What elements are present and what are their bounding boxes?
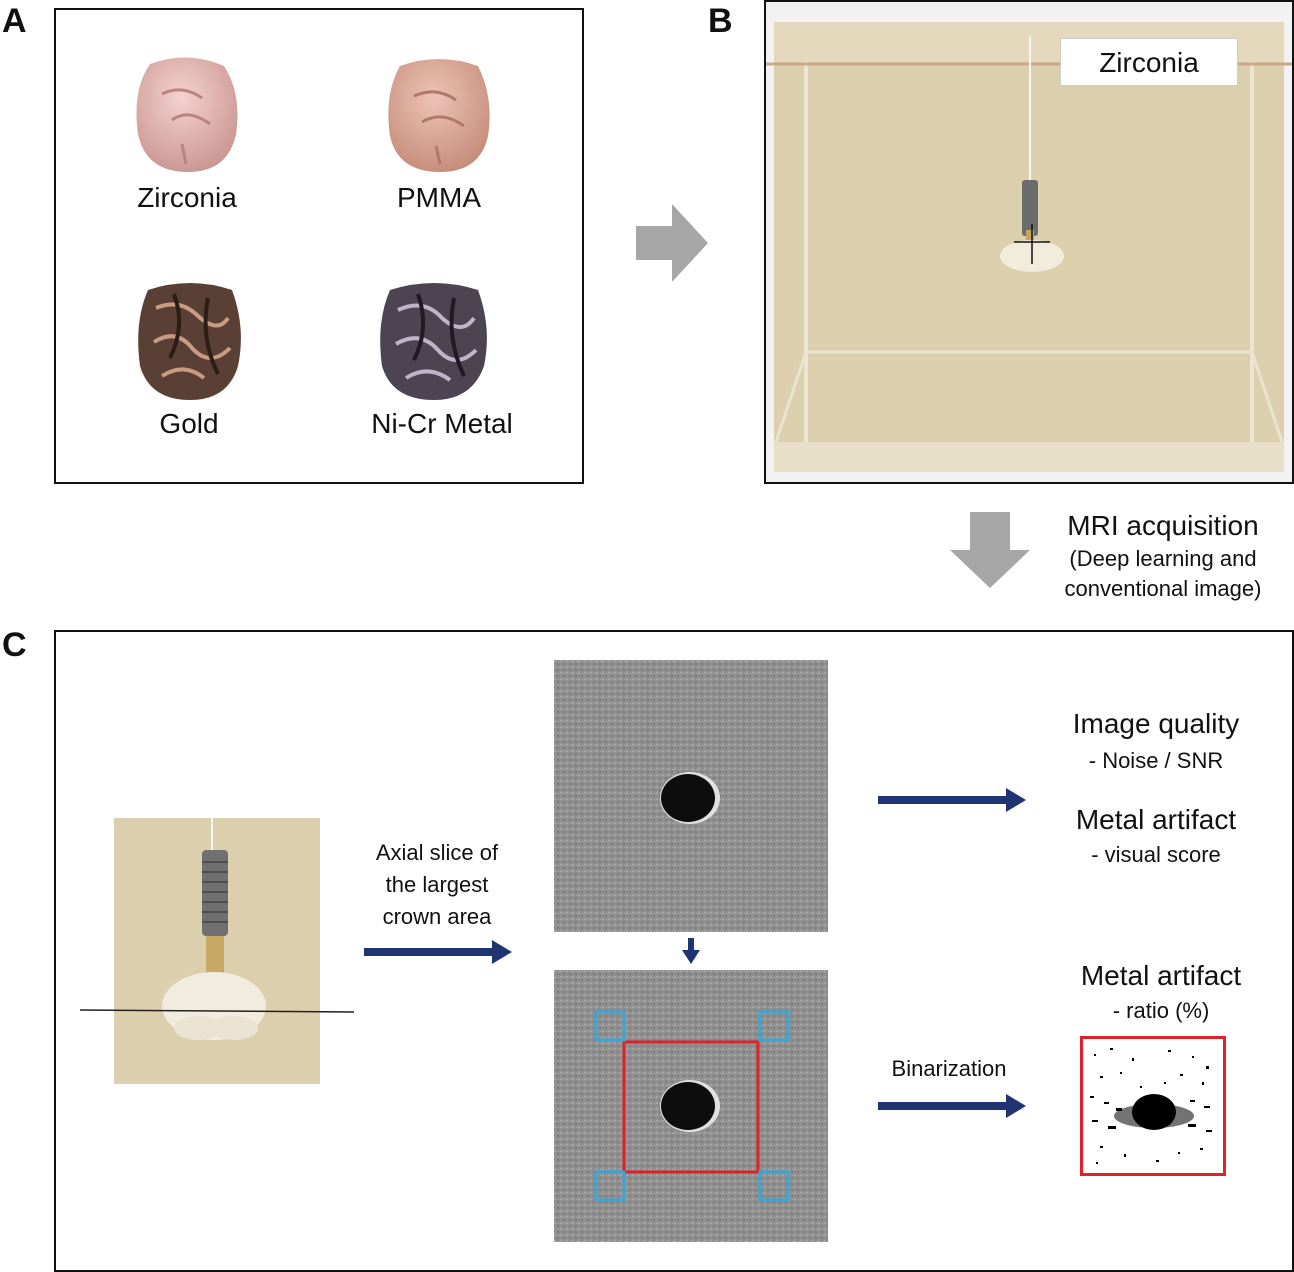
panel-letter-c: C — [2, 626, 27, 664]
crown-label-gold: Gold — [159, 408, 219, 439]
metal-artifact-ratio-title: Metal artifact — [1080, 960, 1242, 991]
panel-letter-b: B — [708, 2, 733, 40]
nicr-crown-image — [380, 283, 487, 400]
binarization-label: Binarization — [891, 1056, 1007, 1081]
arrow-right-icon — [878, 788, 1026, 812]
image-quality-subtitle: - Noise / SNR — [1088, 748, 1224, 773]
metal-artifact-subtitle: - visual score — [1091, 842, 1221, 867]
slice-label-line3: crown area — [382, 904, 492, 929]
arrow-right-icon — [636, 204, 708, 282]
image-quality-title: Image quality — [1072, 708, 1240, 739]
arrow-right-icon — [878, 1094, 1026, 1118]
arrow-down-small-icon — [682, 938, 700, 964]
crown-label-nicr: Ni-Cr Metal — [371, 408, 513, 439]
crown-label-zirconia: Zirconia — [137, 182, 237, 213]
zirconia-crown-image — [136, 57, 238, 172]
binarized-artifact-image — [1080, 1036, 1226, 1176]
panel-letter-a: A — [2, 2, 27, 40]
panel-b-frame: Zirconia — [764, 0, 1294, 484]
arrow-right-icon — [364, 940, 512, 964]
gold-crown-image — [138, 283, 241, 400]
slice-label-line1: Axial slice of — [375, 840, 499, 865]
panel-a-frame: Zirconia PMMA Gold Ni-Cr Metal — [54, 8, 584, 484]
arrow-down-icon — [950, 512, 1030, 588]
metal-artifact-title: Metal artifact — [1075, 804, 1237, 835]
pmma-crown-image — [388, 59, 490, 172]
material-tag-label: Zirconia — [1099, 47, 1199, 78]
crown-label-pmma: PMMA — [397, 182, 481, 213]
mri-title: MRI acquisition — [1067, 510, 1259, 541]
crown-slice-photo — [80, 818, 355, 1084]
mri-subtitle-line1: (Deep learning and — [1069, 546, 1257, 571]
material-tag-box: Zirconia — [1060, 38, 1238, 86]
mri-slice-roi-image — [554, 970, 828, 1242]
panel-c-frame: Axial slice of the largest crown area — [54, 630, 1294, 1272]
slice-label-line2: the largest — [385, 872, 489, 897]
mri-subtitle-line2: conventional image) — [1064, 576, 1262, 601]
mri-slice-image — [554, 660, 828, 932]
metal-artifact-ratio-subtitle: - ratio (%) — [1112, 998, 1210, 1023]
